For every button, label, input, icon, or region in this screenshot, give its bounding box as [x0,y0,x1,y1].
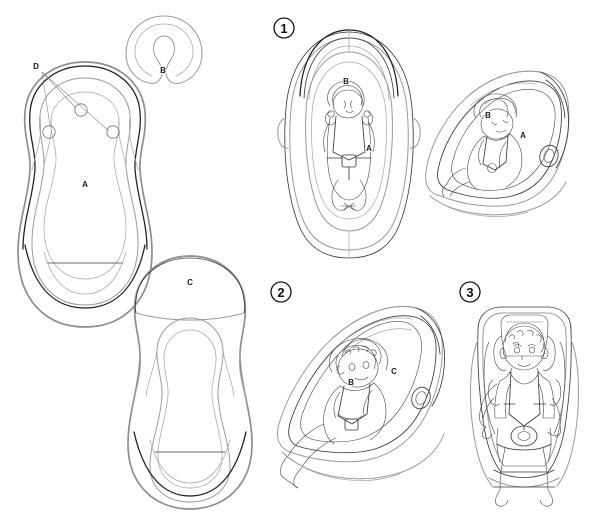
step-1-number: 1 [280,21,287,36]
step-2-number: 2 [277,285,284,300]
step-3-marker: 3 [459,281,481,303]
label-d-leader-lines [41,71,110,132]
step-1-side-label-a: A [520,131,526,140]
step-1-marker: 1 [273,17,295,39]
step-3-front-view [470,306,579,507]
snap-fastener-left [42,125,56,139]
step-1-top-label-a: A [366,144,372,153]
step-2-marker: 2 [270,281,292,303]
part-a-body-insert: A D [17,61,153,328]
part-label-a: A [82,180,88,189]
part-label-b: B [160,66,166,75]
step-2-side-view: B C [276,306,445,489]
step-2-label-b: B [348,378,354,387]
step-1-top-view: A B [277,29,421,259]
part-b-head-pillow: B [125,15,203,84]
part-label-c: C [187,278,193,287]
step-1-side-label-b: B [485,111,491,120]
part-c-toddler-insert: C [127,255,253,510]
step-1-top-label-b: B [343,77,349,86]
snap-fastener-right [106,125,120,139]
step-1-side-view: A B [425,70,570,217]
step-2-label-c: C [391,367,397,376]
step-3-number: 3 [466,285,473,300]
snap-fastener-top [74,103,88,117]
part-label-d: D [33,62,39,71]
